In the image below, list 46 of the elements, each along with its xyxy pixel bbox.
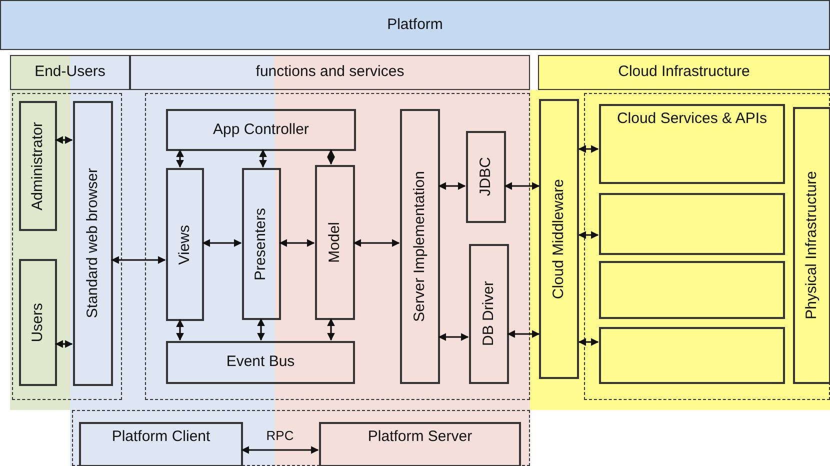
double-arrow bbox=[353, 239, 400, 247]
component-box: Event Bus bbox=[166, 341, 355, 384]
double-arrow bbox=[259, 149, 267, 168]
double-arrow bbox=[438, 333, 469, 341]
component-box: Presenters bbox=[242, 168, 281, 320]
double-arrow bbox=[438, 182, 466, 190]
double-arrow bbox=[578, 231, 599, 239]
double-arrow bbox=[111, 256, 166, 264]
edge-label: RPC bbox=[266, 427, 294, 445]
double-arrow bbox=[507, 330, 540, 338]
component-box: Platform Client bbox=[79, 422, 243, 466]
component-box: Administrator bbox=[19, 101, 57, 231]
component-box: Cloud Services & APIs bbox=[599, 104, 785, 184]
dashed-group-frame bbox=[584, 93, 830, 400]
component-box: Standard web browser bbox=[73, 101, 113, 386]
double-arrow bbox=[327, 318, 335, 341]
empty-box bbox=[599, 261, 785, 319]
platform-title-banner: Platform bbox=[0, 0, 830, 50]
component-box: Users bbox=[19, 259, 57, 386]
dashed-group-frame bbox=[12, 93, 122, 400]
component-box: Platform Server bbox=[319, 422, 521, 466]
component-box: Model bbox=[315, 165, 355, 320]
double-arrow bbox=[257, 318, 265, 341]
component-box: Physical Infrastructure bbox=[793, 107, 830, 384]
double-arrow bbox=[327, 149, 335, 165]
empty-box bbox=[599, 327, 785, 384]
double-arrow bbox=[176, 149, 184, 168]
double-arrow bbox=[55, 340, 73, 348]
double-arrow bbox=[55, 136, 73, 144]
double-arrow bbox=[578, 338, 599, 346]
component-box: JDBC bbox=[466, 131, 506, 223]
dashed-group-frame bbox=[72, 410, 530, 466]
double-arrow bbox=[504, 182, 540, 190]
empty-box bbox=[599, 193, 785, 255]
component-box: Views bbox=[166, 168, 204, 321]
dashed-group-frame bbox=[145, 93, 530, 400]
section-header: Cloud Infrastructure bbox=[538, 55, 830, 90]
component-box: Cloud Middleware bbox=[539, 99, 579, 379]
component-box: App Controller bbox=[166, 109, 356, 151]
double-arrow bbox=[578, 145, 599, 153]
double-arrow bbox=[202, 239, 242, 247]
component-box: Server Implementation bbox=[400, 109, 440, 384]
double-arrow bbox=[176, 319, 184, 341]
double-arrow bbox=[241, 446, 319, 454]
component-box: DB Driver bbox=[469, 244, 509, 384]
double-arrow bbox=[279, 239, 315, 247]
